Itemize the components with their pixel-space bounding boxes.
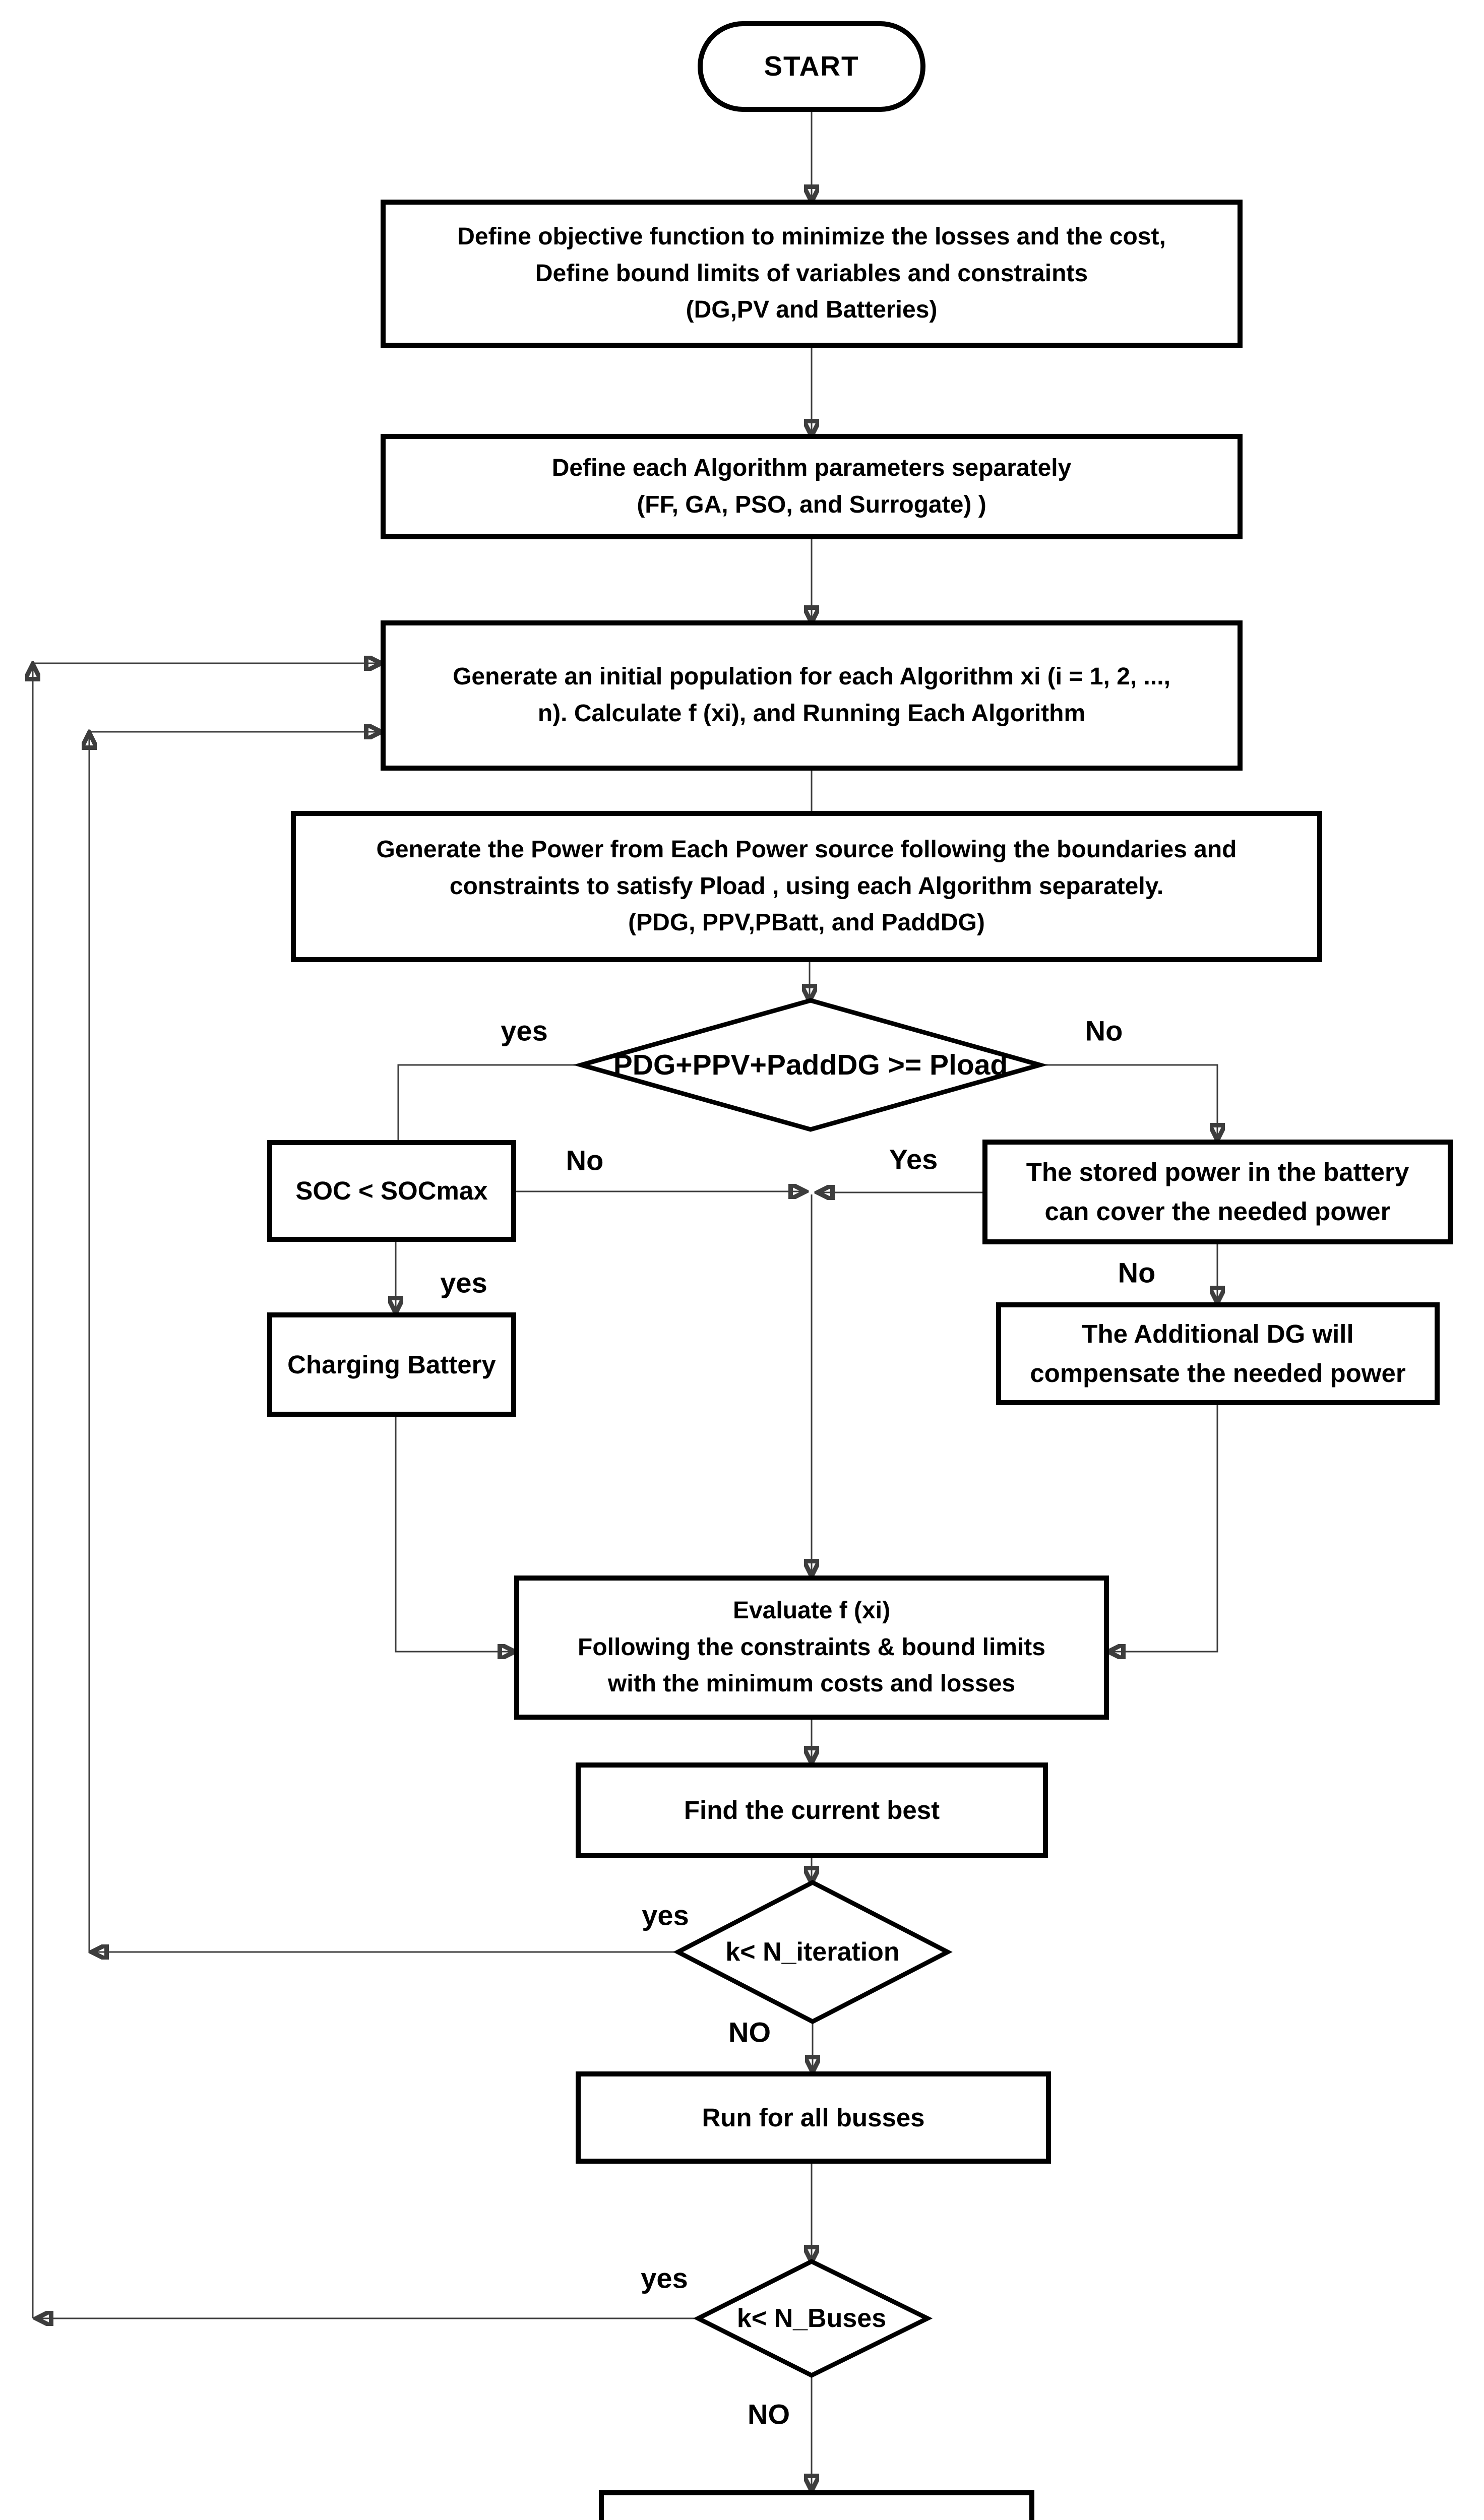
process-soc-check: SOC < SOCmax (267, 1140, 516, 1242)
process-additional-dg: The Additional DG will compensate the ne… (996, 1302, 1440, 1405)
start-node: START (698, 21, 925, 112)
edge-label-iteration-no: NO (728, 2016, 771, 2048)
process-save-solution: Save the solution (599, 2490, 1034, 2520)
process-define-objective: Define objective function to minimize th… (381, 200, 1243, 348)
decision-power-balance-label: PDG+PPV+PaddDG >= Pload (613, 1049, 1008, 1081)
edge-label-battery-no: No (1118, 1256, 1156, 1289)
process-battery-cover: The stored power in the battery can cove… (982, 1140, 1453, 1244)
edge-label-battery-yes: Yes (889, 1143, 938, 1175)
edge-power-yes-to-soc-check (397, 1064, 581, 1140)
edge-label-buses-yes: yes (641, 2262, 688, 2294)
process-define-parameters: Define each Algorithm parameters separat… (381, 434, 1243, 539)
process-generate-population: Generate an initial population for each … (381, 620, 1243, 771)
process-charging-battery: Charging Battery (267, 1312, 516, 1417)
edge-label-buses-no: NO (748, 2398, 790, 2430)
edge-label-soc-no: No (566, 1144, 604, 1176)
decision-buses-label: k< N_Buses (736, 2304, 887, 2333)
decision-buses-diamond (693, 2258, 933, 2378)
process-run-busses: Run for all busses (576, 2071, 1051, 2164)
edge-label-power-no: No (1085, 1015, 1123, 1047)
edge-charging-to-evaluate (395, 1417, 513, 1652)
process-evaluate: Evaluate f (xi) Following the constraint… (514, 1576, 1109, 1720)
edge-label-iteration-yes: yes (642, 1899, 689, 1931)
edge-power-no-to-battery-cover (1040, 1064, 1217, 1138)
edge-label-power-yes: yes (501, 1015, 548, 1047)
process-find-best: Find the current best (576, 1762, 1048, 1858)
decision-iteration-diamond (673, 1879, 953, 2025)
decision-power-balance-diamond (573, 998, 1048, 1132)
edge-additional-dg-to-evaluate (1110, 1405, 1218, 1652)
decision-iteration-label: k< N_iteration (725, 1937, 900, 1967)
process-generate-power: Generate the Power from Each Power sourc… (291, 811, 1322, 962)
edge-label-soc-yes: yes (440, 1267, 487, 1299)
